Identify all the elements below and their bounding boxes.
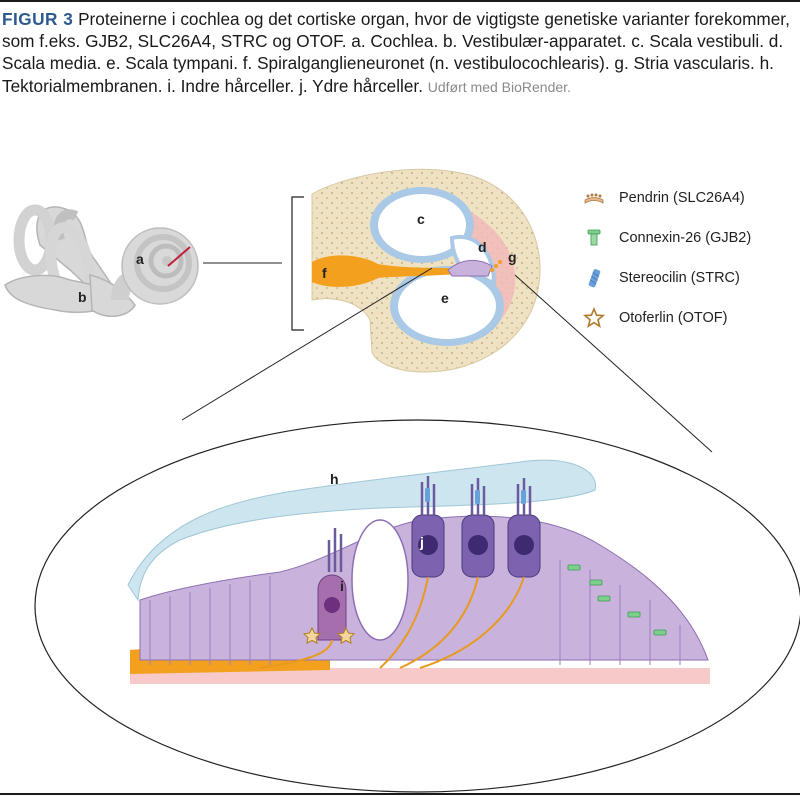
legend-item-connexin: Connexin-26 (GJB2) <box>583 226 751 250</box>
label-a: a <box>136 251 144 267</box>
label-d: d <box>478 239 487 255</box>
scala-tympani <box>398 273 496 339</box>
legend-label: Stereocilin (STRC) <box>619 270 740 286</box>
connexin-markers <box>567 564 667 636</box>
legend-item-stereocilin: Stereocilin (STRC) <box>583 266 740 290</box>
cochlea-a <box>111 227 199 305</box>
section-line <box>167 246 191 267</box>
stereocilin-icon <box>588 269 601 288</box>
zoom-line-right <box>514 274 713 453</box>
legend-label: Pendrin (SLC26A4) <box>619 190 745 206</box>
organ-of-corti <box>127 459 710 684</box>
label-g: g <box>508 249 517 265</box>
legend-label: Otoferlin (OTOF) <box>619 310 728 326</box>
label-c: c <box>417 211 425 227</box>
legend-label: Connexin-26 (GJB2) <box>619 230 752 246</box>
caption-credit: Udført med BioRender. <box>427 78 571 95</box>
zoom-line-left <box>181 267 433 421</box>
inner-hair-cell-nucleus <box>324 597 340 613</box>
bracket <box>291 196 304 331</box>
legend-item-otoferlin: Otoferlin (OTOF) <box>583 306 728 330</box>
figure-label: FIGUR 3 <box>2 9 74 29</box>
organ-of-corti-small <box>447 260 493 277</box>
label-e: e <box>441 290 449 306</box>
tunnel-of-corti <box>351 519 409 641</box>
vestibular-apparatus <box>4 204 136 317</box>
afferent-fibers <box>259 576 525 669</box>
inner-ear-illustration: a b <box>4 196 304 331</box>
cell-outlines <box>149 560 681 665</box>
scala-vestibuli <box>378 194 466 256</box>
label-h: h <box>330 471 339 487</box>
connexin-icon <box>587 229 601 246</box>
stereocilia <box>327 476 532 572</box>
label-b: b <box>78 289 87 305</box>
label-f: f <box>322 265 327 281</box>
bottom-rule <box>0 793 800 795</box>
top-rule <box>0 0 800 2</box>
caption-text: Proteinerne i cochlea og det cortiske or… <box>2 9 790 96</box>
label-i: i <box>340 578 344 594</box>
outer-hair-cells <box>411 514 541 578</box>
pendrin-icon <box>584 193 604 204</box>
pendrin-markers <box>490 260 502 272</box>
legend-item-pendrin: Pendrin (SLC26A4) <box>583 186 745 210</box>
otoferlin-markers <box>302 626 356 645</box>
spiral-ganglion-neuron <box>312 255 460 287</box>
figure-caption: FIGUR 3 Proteinerne i cochlea og det cor… <box>2 8 792 98</box>
cochlea-cross-section: c d e f g <box>311 168 541 373</box>
label-j: j <box>419 534 424 550</box>
basilar-membrane <box>130 668 710 684</box>
otoferlin-star-icon <box>583 307 605 328</box>
stereocilin-markers <box>425 488 526 504</box>
